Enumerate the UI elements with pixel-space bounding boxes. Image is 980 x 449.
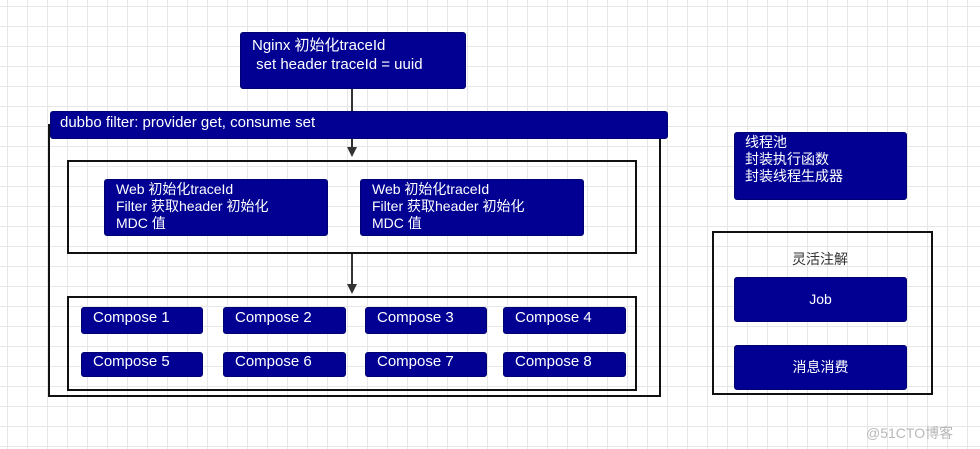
thread-pool-line-3: 封装线程生成器 [745,168,843,184]
compose-label: Compose 3 [377,309,454,326]
thread-pool-line-2: 封装执行函数 [745,151,829,167]
message-consume-label: 消息消费 [792,359,849,375]
compose-label: Compose 4 [515,309,592,326]
web-filter-line-3: MDC 值 [372,215,422,231]
compose-box: Compose 7 [365,352,487,377]
compose-frame [67,296,637,391]
dubbo-filter-label: dubbo filter: provider get, consume set [60,114,316,131]
annotation-panel [712,231,933,395]
compose-label: Compose 5 [93,353,170,370]
web-filter-line-1: Web 初始化traceId [116,181,234,197]
compose-label: Compose 7 [377,353,454,370]
web-filter-box: Web 初始化traceId Filter 获取header 初始化 MDC 值 [104,179,328,236]
compose-box: Compose 1 [81,307,203,334]
annotation-panel-title: 灵活注解 [792,251,848,267]
watermark: @51CTO博客 [866,425,954,441]
nginx-line-1: Nginx 初始化traceId [252,37,386,54]
thread-pool-box: 线程池 封装执行函数 封装线程生成器 [734,132,907,200]
compose-label: Compose 2 [235,309,312,326]
web-filter-frame [67,160,637,254]
web-filter-line-1: Web 初始化traceId [372,181,490,197]
job-label: Job [809,291,832,307]
thread-pool-line-1: 线程池 [745,134,787,150]
web-filter-line-3: MDC 值 [116,215,166,231]
nginx-line-2: set header traceId = uuid [252,56,423,73]
compose-box: Compose 2 [223,307,346,334]
web-filter-line-2: Filter 获取header 初始化 [372,198,525,214]
compose-label: Compose 8 [515,353,592,370]
compose-box: Compose 8 [503,352,626,377]
compose-box: Compose 3 [365,307,487,334]
job-box: Job [734,277,907,322]
compose-box: Compose 6 [223,352,346,377]
compose-label: Compose 1 [93,309,170,326]
web-filter-line-2: Filter 获取header 初始化 [116,198,269,214]
compose-box: Compose 5 [81,352,203,377]
message-consume-box: 消息消费 [734,345,907,390]
web-filter-box: Web 初始化traceId Filter 获取header 初始化 MDC 值 [360,179,584,236]
compose-box: Compose 4 [503,307,626,334]
dubbo-filter-bar: dubbo filter: provider get, consume set [50,111,668,139]
compose-label: Compose 6 [235,353,312,370]
nginx-box: Nginx 初始化traceId set header traceId = uu… [240,32,466,89]
